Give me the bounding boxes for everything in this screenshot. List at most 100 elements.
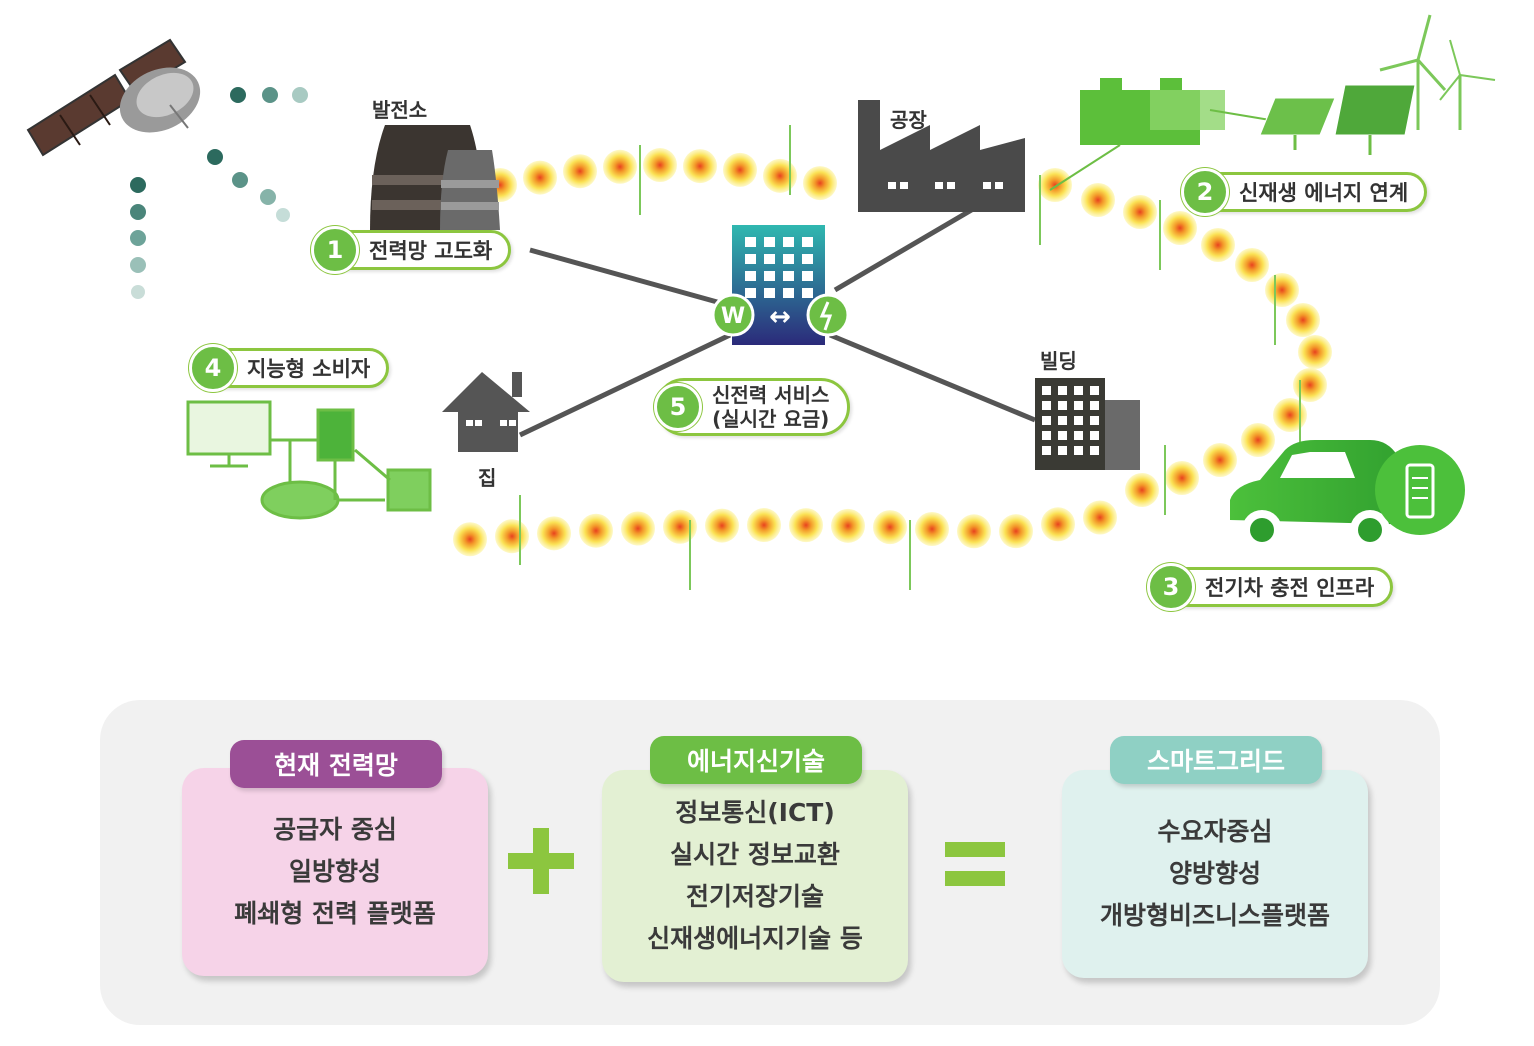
power-flow-orb <box>603 149 637 184</box>
window <box>802 237 813 247</box>
power-flow-orb <box>1081 183 1115 217</box>
window <box>802 288 813 298</box>
power-plant-icon <box>370 125 500 230</box>
window <box>783 271 794 281</box>
current-grid-box: 공급자 중심 일방향성 폐쇄형 전력 플랫폼 <box>182 768 488 976</box>
new-tech-line-2: 실시간 정보교환 <box>670 840 840 869</box>
battery-icon <box>1080 78 1225 145</box>
power-flow-orb <box>763 158 797 193</box>
power-flow-orb <box>1163 211 1197 245</box>
window <box>764 271 775 281</box>
power-flow-orb <box>1125 473 1159 507</box>
new-tech-line-3: 전기저장기술 <box>685 882 824 911</box>
current-grid-line-1: 공급자 중심 <box>273 815 397 844</box>
feature-number: 1 <box>311 226 359 274</box>
window <box>745 271 756 281</box>
power-flow-orb <box>1293 368 1327 402</box>
smart-grid-title: 스마트그리드 <box>1110 736 1322 784</box>
building-label: 빌딩 <box>1040 349 1077 373</box>
window <box>783 237 794 247</box>
power-flow-orb <box>495 519 529 554</box>
power-flow-orb <box>831 508 865 543</box>
window <box>764 288 775 298</box>
power-flow-orb <box>1265 273 1299 307</box>
window <box>1074 446 1083 455</box>
new-tech-line-4: 신재생에너지기술 등 <box>647 924 863 953</box>
window <box>764 237 775 247</box>
feature-new-power-service: 5 신전력 서비스 (실시간 요금) <box>654 378 851 436</box>
house-label: 집 <box>478 466 497 490</box>
feature-text: 지능형 소비자 <box>247 357 371 381</box>
power-flow-orb <box>957 514 991 549</box>
exchange-arrow: ↔ <box>769 302 791 332</box>
power-flow-orb <box>915 511 949 546</box>
smart-grid-line-3: 개방형비즈니스플랫폼 <box>1099 901 1330 930</box>
lightning-icon <box>819 301 833 331</box>
power-flow-orb <box>1041 507 1075 542</box>
house-icon <box>442 372 530 452</box>
feature-number: 3 <box>1147 563 1195 611</box>
smart-appliances-icon <box>186 400 432 520</box>
power-flow-orb <box>1083 500 1117 535</box>
factory-icon <box>858 100 1025 212</box>
window <box>802 254 813 264</box>
satellite-signal-dots <box>130 87 308 299</box>
satellite-icon <box>26 38 201 157</box>
power-flow-orb <box>1203 443 1237 477</box>
window <box>1042 401 1051 410</box>
smart-grid-box: 수요자중심 양방향성 개방형비즈니스플랫폼 <box>1062 770 1368 978</box>
window <box>1090 386 1099 395</box>
equals-icon <box>945 842 1005 886</box>
window <box>1090 401 1099 410</box>
power-flow-orb <box>523 160 557 195</box>
power-flow-orb <box>803 166 837 201</box>
feature-text: 전기차 충전 인프라 <box>1205 576 1375 600</box>
power-flow-orb <box>1298 335 1332 369</box>
feature-text: 전력망 고도화 <box>369 239 493 263</box>
new-tech-line-1: 정보통신(ICT) <box>675 798 835 827</box>
power-flow-orb <box>705 508 739 543</box>
feature-smart-consumer: 4 지능형 소비자 <box>189 344 390 392</box>
smart-grid-line-2: 양방향성 <box>1168 859 1261 888</box>
window <box>1058 401 1067 410</box>
window <box>1058 446 1067 455</box>
window <box>1042 386 1051 395</box>
current-grid-line-3: 폐쇄형 전력 플랫폼 <box>234 899 436 928</box>
window <box>745 254 756 264</box>
new-tech-box: 정보통신(ICT) 실시간 정보교환 전기저장기술 신재생에너지기술 등 <box>602 770 908 982</box>
power-flow-orb <box>747 508 781 543</box>
power-flow-orb <box>1273 398 1307 432</box>
won-symbol: W <box>721 304 745 329</box>
window <box>1090 416 1099 425</box>
power-flow-orb <box>579 513 613 548</box>
window <box>1058 431 1067 440</box>
feature-renewable-integration: 2 신재생 에너지 연계 <box>1181 168 1428 216</box>
power-plant-label: 발전소 <box>372 98 428 122</box>
window <box>745 237 756 247</box>
power-flow-orb <box>999 514 1033 549</box>
window <box>802 271 813 281</box>
window <box>783 254 794 264</box>
power-flow-orb <box>621 511 655 546</box>
window <box>1042 446 1051 455</box>
window <box>1074 416 1083 425</box>
solar-panel-icon <box>1259 84 1416 155</box>
power-flow-orb <box>723 152 757 187</box>
window <box>783 288 794 298</box>
plus-icon <box>508 828 574 894</box>
power-flow-orb <box>1038 168 1072 202</box>
smart-grid-diagram: W ↔ <box>26 14 1496 590</box>
window <box>764 254 775 264</box>
window <box>1058 416 1067 425</box>
window <box>745 288 756 298</box>
feature-subtext: (실시간 요금) <box>712 407 830 431</box>
power-flow-orb <box>1123 195 1157 229</box>
feature-text: 신재생 에너지 연계 <box>1239 181 1409 205</box>
feature-ev-charging: 3 전기차 충전 인프라 <box>1147 563 1394 611</box>
power-flow-orb <box>643 148 677 183</box>
window <box>1090 431 1099 440</box>
power-flow-orb <box>1235 248 1269 282</box>
window <box>1042 431 1051 440</box>
power-flow-orb <box>1201 228 1235 262</box>
window <box>1058 386 1067 395</box>
